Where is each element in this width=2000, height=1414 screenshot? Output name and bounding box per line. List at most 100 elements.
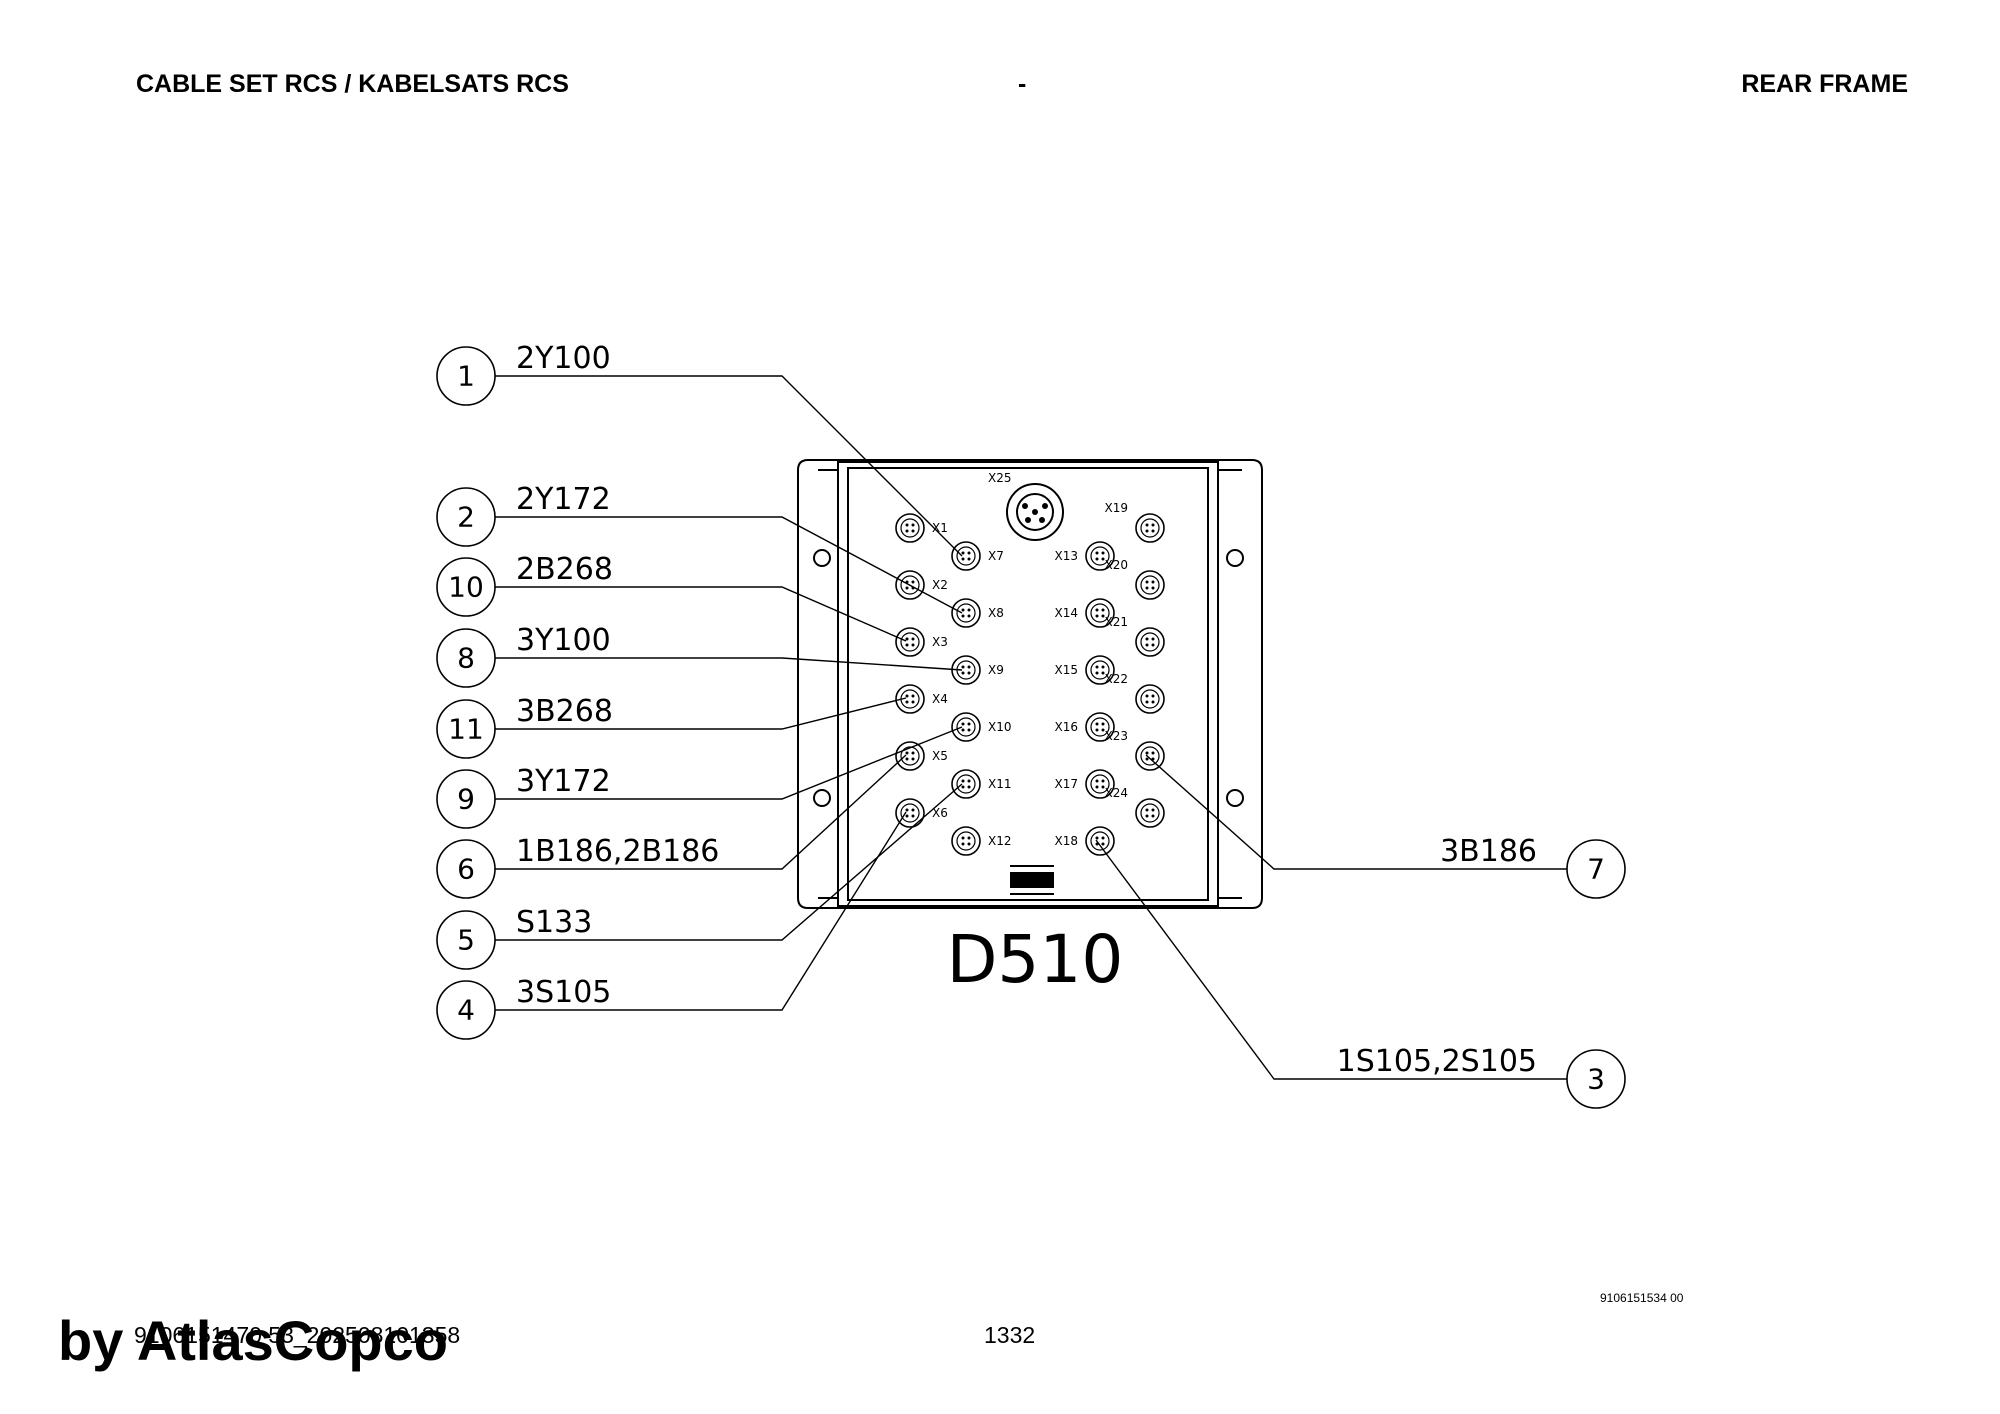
leader-lines [495, 375, 1567, 1080]
callout-number: 3 [1587, 1063, 1605, 1096]
connector-port [1085, 655, 1115, 685]
connector-port [1135, 798, 1165, 828]
leader-line [495, 516, 963, 614]
connector-label: X5 [932, 749, 948, 763]
connector-label: X11 [988, 777, 1012, 791]
connector-label: X15 [1055, 663, 1079, 677]
module-label: D510 [947, 921, 1124, 998]
leader-line [1095, 839, 1567, 1080]
callout-number: 9 [457, 783, 475, 816]
connector-label: X24 [1105, 786, 1129, 800]
callout-label: 3Y100 [516, 623, 611, 658]
callout-number: 5 [457, 924, 475, 957]
connector-port [951, 541, 981, 571]
leader-line [495, 657, 963, 671]
watermark: by AtlasCopco [58, 1309, 448, 1372]
callout-right: 7 3B186 [1440, 834, 1626, 899]
connector-port [1085, 598, 1115, 628]
connector-label: X23 [1105, 729, 1129, 743]
leader-line [495, 783, 963, 941]
callout-left: 5 S133 [436, 905, 592, 970]
connector-port [1135, 627, 1165, 657]
callout-left: 11 3B268 [436, 694, 613, 759]
callout-left: 2 2Y172 [436, 482, 611, 547]
callout-left: 1 2Y100 [436, 341, 611, 406]
callout-label: 2Y172 [516, 482, 611, 517]
connector-port [895, 741, 925, 771]
connector-label: X13 [1055, 549, 1079, 563]
leader-line [495, 726, 963, 800]
callout-left: 9 3Y172 [436, 764, 611, 829]
connector-label: X1 [932, 521, 948, 535]
callout-number: 11 [448, 713, 484, 746]
leader-line [495, 586, 907, 642]
connector-label: X20 [1105, 558, 1129, 572]
leader-line [495, 754, 907, 870]
connector-label: X3 [932, 635, 948, 649]
callout-number: 10 [448, 571, 484, 604]
connector-label: X8 [988, 606, 1004, 620]
callout-number: 1 [457, 360, 475, 393]
connector-port [1135, 570, 1165, 600]
connector-port [1085, 541, 1115, 571]
drawing-number: 9106151534 00 [1600, 1291, 1684, 1305]
leader-line [495, 811, 907, 1011]
connector-ports: X1X2X3X4X5X6X7X8X9X10X11X12X13X14X15X16X… [895, 501, 1165, 856]
leader-line [1145, 754, 1567, 870]
callout-left: 6 1B186,2B186 [436, 834, 719, 899]
callout-number: 2 [457, 501, 475, 534]
connector-label: X14 [1055, 606, 1079, 620]
callout-bubbles: 1 2Y100 2 2Y172 10 2B268 8 3Y100 11 3B268 9 3Y172 6 1… [436, 341, 1626, 1109]
callout-label: 1S105,2S105 [1337, 1044, 1537, 1079]
callout-label: 2Y100 [516, 341, 611, 376]
callout-right: 3 1S105,2S105 [1337, 1044, 1626, 1109]
leader-line [495, 375, 963, 557]
connector-label: X10 [988, 720, 1012, 734]
header-title-right: REAR FRAME [1741, 70, 1908, 98]
connector-port [951, 598, 981, 628]
connector-port [895, 570, 925, 600]
connector-port [1085, 712, 1115, 742]
connector-port [1135, 513, 1165, 543]
connector-label: X19 [1105, 501, 1129, 515]
connector-port [1135, 684, 1165, 714]
connector-label-x25: X25 [988, 471, 1012, 485]
connector-label: X4 [932, 692, 948, 706]
connector-label: X7 [988, 549, 1004, 563]
callout-label: 3B186 [1440, 834, 1537, 869]
callout-label: 3Y172 [516, 764, 611, 799]
connector-port [895, 627, 925, 657]
document-id: 9106151470 53_202508101358 [134, 1322, 461, 1348]
connector-label: X2 [932, 578, 948, 592]
connector-port [1085, 769, 1115, 799]
callout-label: 3B268 [516, 694, 613, 729]
callout-number: 4 [457, 994, 475, 1027]
connector-label: X22 [1105, 672, 1129, 686]
header-title-left: CABLE SET RCS / KABELSATS RCS [136, 70, 569, 98]
connector-port [951, 712, 981, 742]
connector-label: X16 [1055, 720, 1079, 734]
callout-label: 1B186,2B186 [516, 834, 719, 869]
module-frame [797, 459, 1263, 909]
callout-label: S133 [516, 905, 592, 940]
connector-label: X18 [1055, 834, 1079, 848]
connector-port [951, 826, 981, 856]
callout-label: 2B268 [516, 552, 613, 587]
callout-left: 10 2B268 [436, 552, 613, 617]
callout-number: 7 [1587, 853, 1605, 886]
connector-label: X9 [988, 663, 1004, 677]
leader-line [495, 697, 907, 730]
connector-port [895, 798, 925, 828]
connector-label: X21 [1105, 615, 1129, 629]
connector-label: X6 [932, 806, 948, 820]
header-separator: - [1018, 70, 1027, 98]
connector-port [1085, 826, 1115, 856]
connector-port [1135, 741, 1165, 771]
callout-number: 8 [457, 642, 475, 675]
callout-number: 6 [457, 853, 475, 886]
page-number: 1332 [984, 1322, 1036, 1348]
connector-label: X12 [988, 834, 1012, 848]
callout-left: 8 3Y100 [436, 623, 611, 688]
